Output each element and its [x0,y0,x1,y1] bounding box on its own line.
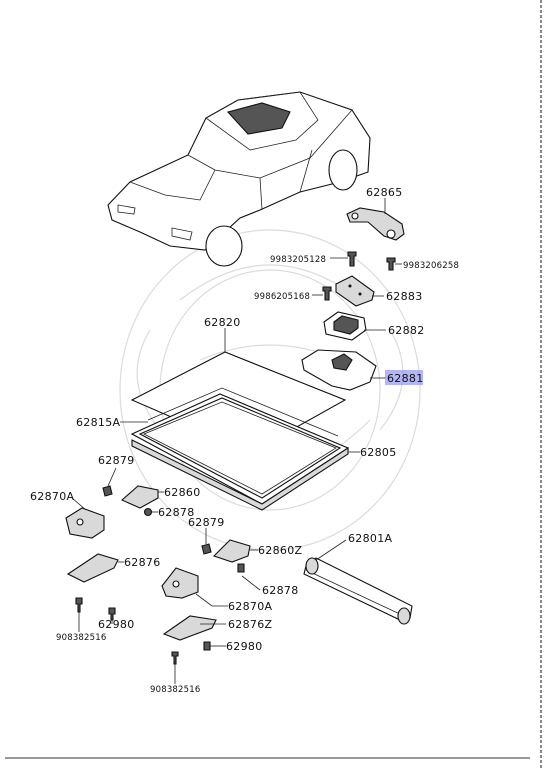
callout-62870A-b: 62870A [228,600,272,613]
callout-908382516-a: 908382516 [56,633,106,643]
callout-62815A: 62815A [76,416,120,429]
screw-62980-right [203,641,211,651]
callout-62883: 62883 [386,290,423,303]
screw-62879-left [102,485,113,497]
callout-62980-a: 62980 [98,618,135,631]
callout-62980-b: 62980 [226,640,263,653]
screw-62878-left [143,507,153,517]
part-62870A-right [161,567,199,599]
leader-lines [71,198,402,684]
part-62881-handle [301,349,377,391]
screw-9986205168 [322,286,332,301]
screw-9983205128 [347,251,357,267]
callout-9983206258: 9983206258 [403,261,459,271]
callout-62805: 62805 [360,446,397,459]
callout-62881: 62881 [387,372,424,385]
part-62801A-shade [303,557,413,625]
callout-62879-a: 62879 [98,454,135,467]
screw-62980-left [108,607,116,621]
screw-62879-right [201,543,212,555]
screw-908382516-right [171,651,179,665]
part-62805-frame [130,393,350,511]
callout-62882: 62882 [388,324,425,337]
callout-62876: 62876 [124,556,161,569]
callout-62860Z: 62860Z [258,544,302,557]
screw-908382516-left [75,597,83,613]
callout-908382516-b: 908382516 [150,685,200,695]
part-62876-bracket [66,553,119,583]
callout-62876Z: 62876Z [228,618,272,631]
callout-62878-a: 62878 [158,506,195,519]
callout-62879-b: 62879 [188,516,225,529]
callout-9986205168: 9986205168 [254,292,310,302]
callout-62820: 62820 [204,316,241,329]
callout-62801A: 62801A [348,532,392,545]
part-62876Z-bracket [162,615,217,641]
screw-9983206258 [386,257,396,271]
callout-labels: 62865 9983205128 9983206258 9986205168 6… [30,186,459,695]
part-62883-plate [335,275,375,307]
part-62860-bracket [120,485,159,509]
highlight-62881 [385,370,423,385]
callout-62878-b: 62878 [262,584,299,597]
part-62815A-seal [147,387,339,437]
callout-62870A-a: 62870A [30,490,74,503]
callout-9983205128: 9983205128 [270,255,326,265]
car-illustration [107,91,371,267]
part-62860Z-bracket [212,539,251,563]
part-62882 [323,311,367,341]
part-62870A-left [65,507,105,539]
sunroof-opening [226,102,291,135]
screw-62878-right [237,563,245,573]
callout-62860: 62860 [164,486,201,499]
callout-62865: 62865 [366,186,403,199]
part-62865-bracket [346,207,405,241]
